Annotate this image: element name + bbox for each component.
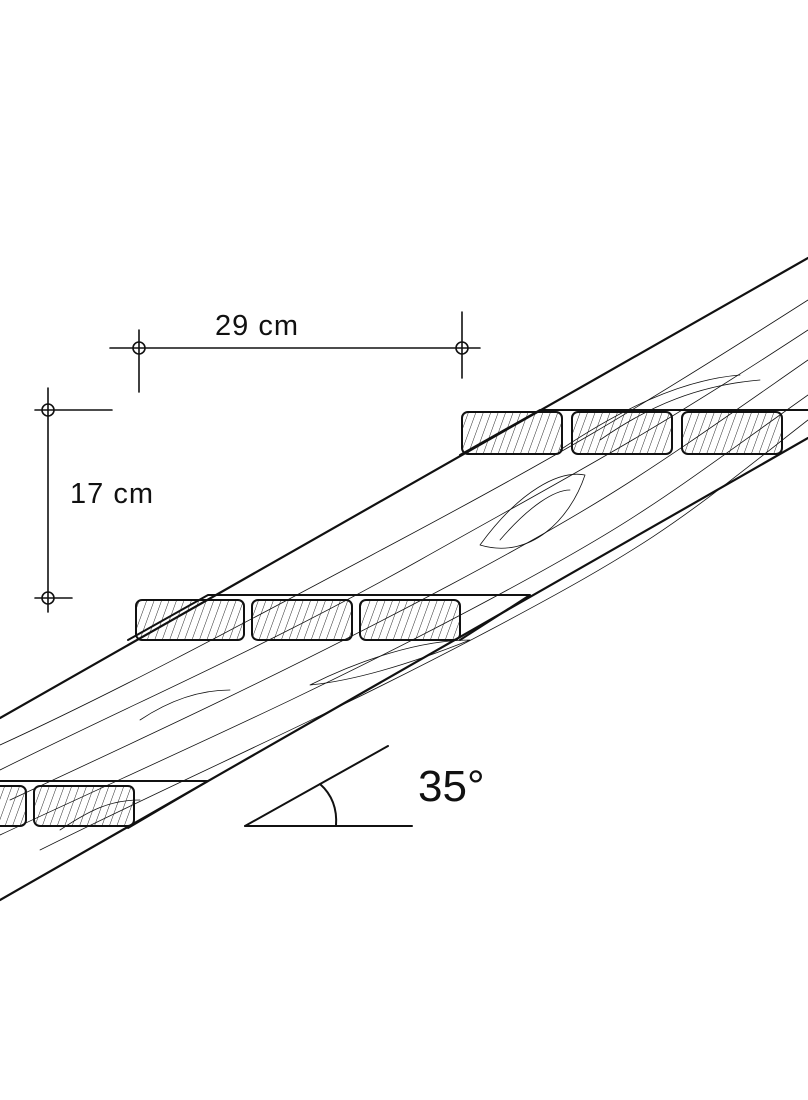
angle-indicator (244, 745, 413, 827)
plank (681, 411, 783, 455)
tread-middle (135, 599, 461, 641)
plank (461, 411, 563, 455)
plank (571, 411, 673, 455)
plank (0, 785, 27, 827)
stringer-top-edge (0, 256, 808, 720)
rise-dimension-line (34, 387, 113, 613)
plank (251, 599, 353, 641)
riser-height-label: 17 cm (70, 478, 154, 510)
wood-grain (0, 299, 808, 851)
plank (135, 599, 245, 641)
plank (33, 785, 135, 827)
tread-dimension-line (109, 311, 481, 393)
plank (359, 599, 461, 641)
pitch-angle-label: 35° (418, 762, 485, 811)
tread-top (461, 411, 783, 455)
tread-depth-label: 29 cm (215, 310, 299, 342)
tread-bottom (0, 785, 135, 827)
